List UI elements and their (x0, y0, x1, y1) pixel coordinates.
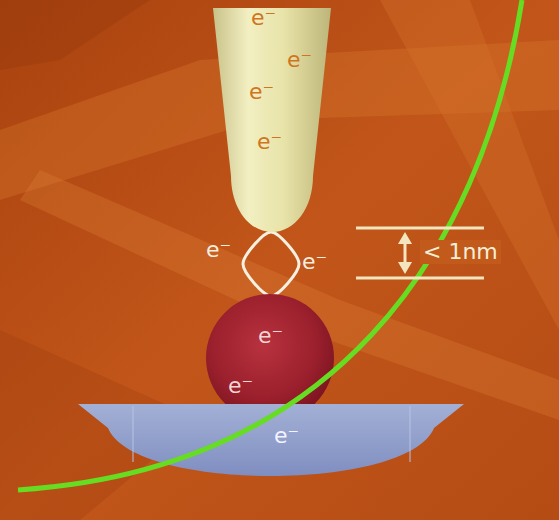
sphere-shape (206, 294, 334, 422)
tip-shape (213, 8, 331, 232)
atom-sphere: e⁻ e⁻ (206, 294, 334, 422)
dimension-arrowhead (398, 232, 412, 244)
substrate-outline (78, 404, 464, 494)
dimension-line (356, 277, 484, 280)
stm-tip-outline (213, 8, 331, 234)
green-arc (18, 0, 522, 490)
electron-symbol: e⁻ (228, 374, 253, 398)
dimension-arrowhead (398, 262, 412, 274)
electron-label: e⁻ (302, 250, 327, 274)
electron-symbol: e⁻ (257, 130, 282, 154)
substrate-edge (133, 406, 134, 462)
electron-symbol: e⁻ (249, 80, 274, 104)
stm-tip: e⁻ e⁻ e⁻ e⁻ (213, 8, 331, 234)
electron-symbol: e⁻ (287, 48, 312, 72)
electron-label: e⁻ (206, 238, 231, 262)
electron-symbol: e⁻ (274, 424, 299, 448)
substrate-edge (410, 406, 411, 462)
electron-symbol: e⁻ (251, 6, 276, 30)
atom-sphere-outline (206, 294, 334, 422)
background-streak (380, 0, 559, 330)
electron-symbol: e⁻ (258, 324, 283, 348)
background-streak (0, 0, 150, 70)
dimension-arrow (404, 240, 407, 266)
tunneling-loop (243, 232, 299, 296)
dimension-line (356, 227, 484, 230)
substrate: e⁻ (78, 404, 464, 494)
substrate-shape (78, 404, 464, 476)
dimension-label: < 1nm (420, 240, 501, 264)
